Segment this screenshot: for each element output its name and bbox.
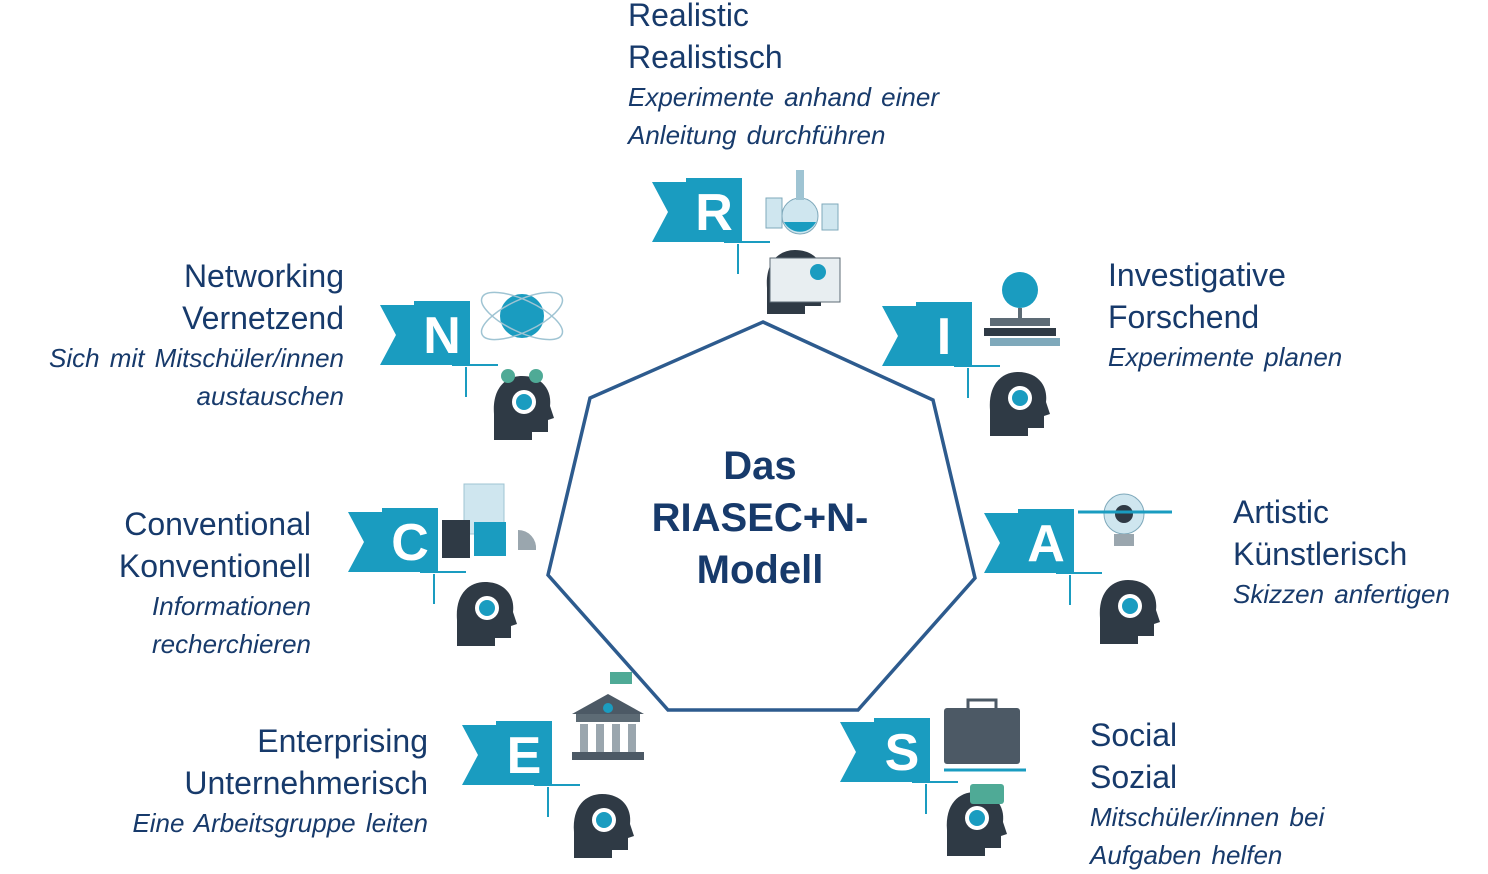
head-gear-icon	[456, 582, 517, 646]
flag-tail	[882, 306, 922, 366]
flag-letter: E	[507, 727, 542, 785]
flag-tail	[380, 305, 420, 365]
flag-body	[686, 178, 742, 242]
bank-building-icon	[572, 672, 644, 760]
head-brain-icon	[989, 372, 1050, 436]
flag-letter: S	[885, 724, 920, 782]
flag-n: N	[380, 301, 498, 397]
lightbulb-gear-icon	[1078, 493, 1172, 546]
center-title: Das RIASEC+N- Modell	[600, 440, 920, 596]
type-desc-line: Anleitung durchführen	[628, 120, 886, 150]
flag-tail	[462, 725, 502, 785]
type-desc-line: Experimente anhand einer	[628, 82, 939, 112]
head-group-icon	[573, 794, 634, 858]
center-title-line-2: RIASEC+N-	[651, 496, 869, 540]
flag-tail	[984, 513, 1024, 573]
flag-body	[874, 718, 930, 782]
type-desc-line: austauschen	[196, 381, 344, 411]
flag-body	[382, 508, 438, 572]
type-desc-line: Mitschüler/innen bei	[1090, 802, 1325, 832]
type-title: Social	[1090, 717, 1178, 753]
center-title-line-3: Modell	[696, 548, 824, 592]
flag-tail	[652, 182, 692, 242]
head-rocket-icon	[1099, 580, 1160, 644]
flag-body	[414, 301, 470, 365]
type-title: Networking	[183, 258, 344, 294]
flag-e: E	[462, 721, 580, 817]
type-german: Vernetzend	[182, 300, 344, 336]
lab-flask-icon	[765, 170, 841, 303]
heads-gears-icon	[493, 376, 554, 440]
center-title-line-1: Das	[723, 444, 797, 488]
type-title: Investigative	[1108, 257, 1286, 293]
type-title: Enterprising	[257, 723, 428, 759]
globe-books-icon	[984, 272, 1060, 346]
type-german: Forschend	[1108, 299, 1260, 335]
type-german: Künstlerisch	[1233, 536, 1408, 572]
flag-r: R	[652, 178, 770, 274]
flag-c: C	[348, 508, 466, 604]
label-social: Social Sozial Mitschüler/innen bei Aufga…	[1090, 714, 1324, 874]
flag-tail	[348, 512, 388, 572]
type-title: Artistic	[1233, 494, 1329, 530]
flag-body	[496, 721, 552, 785]
type-desc-line: Informationen	[152, 591, 311, 621]
flag-letter: R	[695, 184, 733, 242]
type-title: Conventional	[124, 506, 311, 542]
type-desc-line: Experimente planen	[1108, 342, 1343, 372]
type-desc-line: Sich mit Mitschüler/innen	[49, 343, 344, 373]
label-conventional: Conventional Konventionell Informationen…	[119, 503, 311, 663]
type-german: Sozial	[1090, 759, 1178, 795]
flag-letter: I	[937, 308, 951, 366]
type-desc-line: recherchieren	[152, 629, 311, 659]
type-title: Realistic	[628, 0, 749, 33]
label-enterprising: Enterprising Unternehmerisch Eine Arbeit…	[132, 720, 428, 842]
type-german: Unternehmerisch	[184, 765, 428, 801]
flag-body	[1018, 509, 1074, 573]
label-networking: Networking Vernetzend Sich mit Mitschüle…	[49, 255, 344, 415]
type-desc-line: Aufgaben helfen	[1090, 840, 1283, 870]
type-german: Realistisch	[628, 39, 783, 75]
type-desc-line: Eine Arbeitsgruppe leiten	[132, 808, 428, 838]
briefcase-icon	[944, 698, 1026, 804]
calculator-chart-icon	[442, 483, 537, 558]
label-investigative: Investigative Forschend Experimente plan…	[1108, 254, 1342, 376]
type-german: Konventionell	[118, 548, 311, 584]
flag-letter: C	[391, 514, 429, 572]
type-desc-line: Skizzen anfertigen	[1233, 579, 1450, 609]
label-artistic: Artistic Künstlerisch Skizzen anfertigen	[1233, 491, 1450, 613]
head-chat-icon	[946, 792, 1007, 856]
label-realistic: Realistic Realistisch Experimente anhand…	[628, 0, 939, 154]
heptagon-outline	[546, 320, 977, 712]
network-globe-icon	[480, 291, 564, 383]
flag-tail	[840, 722, 880, 782]
flag-a: A	[984, 509, 1102, 605]
flag-letter: N	[423, 307, 461, 365]
flag-i: I	[882, 302, 1000, 398]
flag-s: S	[840, 718, 958, 814]
flag-letter: A	[1027, 515, 1065, 573]
flag-body	[916, 302, 972, 366]
